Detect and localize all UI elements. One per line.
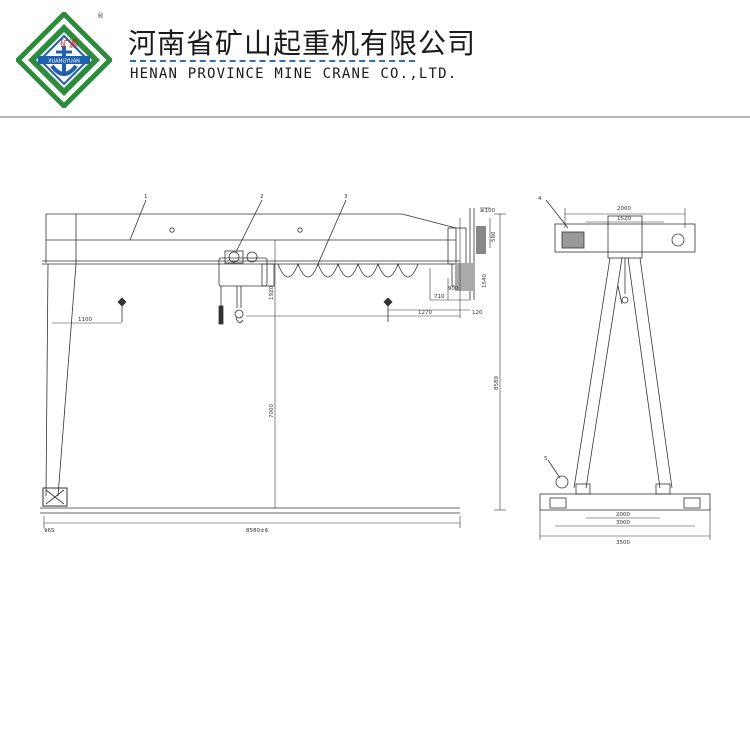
dim-small-b: 710 (434, 294, 445, 300)
dim-lift-height: 7000 (269, 404, 275, 418)
dim-hook-right-a: 1270 (418, 310, 432, 316)
left-leg (40, 263, 460, 514)
dim-lift-upper: 1920 (269, 286, 275, 300)
crane-technical-drawing: 1 2 3 ≥100 580 1540 900 710 1100 1270 12… (40, 194, 711, 546)
festoon-cable (277, 262, 419, 278)
dim-wheel-base: 2000 (616, 512, 630, 518)
dim-hook-left: 1100 (78, 317, 92, 323)
dim-top-offset: ≥100 (480, 208, 496, 214)
callout-3: 3 (344, 194, 348, 200)
dim-rail-height: 580 (491, 231, 497, 242)
callout-1: 1 (144, 194, 148, 200)
dim-top-inner: 1520 (617, 216, 631, 222)
dim-span: 8580±6 (246, 528, 269, 534)
electric-hoist (218, 250, 275, 323)
callout-4: 4 (538, 196, 542, 202)
company-name-english: HENAN PROVINCE MINE CRANE CO.,LTD. (130, 66, 458, 82)
dim-hook-right-b: 120 (472, 310, 483, 316)
dim-right-height: 1540 (482, 274, 488, 288)
front-view (40, 199, 506, 528)
company-logo-icon: XUANGYUAN 矿源 (16, 12, 112, 108)
dim-leg-offset: 965 (44, 528, 55, 534)
dim-total-height: 8580 (494, 376, 500, 390)
side-view (539, 199, 711, 540)
company-header: XUANGYUAN 矿源 ® 河南省矿山起重机有限公司 HENAN PROVIN… (0, 0, 750, 118)
registered-mark: ® (97, 12, 104, 20)
main-girder (42, 213, 460, 265)
dim-small-a: 900 (448, 286, 459, 292)
dim-base-total: 3500 (616, 540, 630, 546)
dim-top-outer: 2000 (617, 206, 631, 212)
dim-base-mid: 3000 (616, 520, 630, 526)
logo-ring-text: XUANGYUAN (48, 59, 80, 65)
header-accent-line (130, 60, 415, 62)
callout-2: 2 (260, 194, 264, 200)
company-name-chinese: 河南省矿山起重机有限公司 (128, 27, 477, 60)
header-divider (0, 116, 750, 118)
logo-top-text: 矿源 (60, 38, 78, 50)
callout-5: 5 (544, 456, 548, 462)
pendant-control (218, 286, 224, 325)
